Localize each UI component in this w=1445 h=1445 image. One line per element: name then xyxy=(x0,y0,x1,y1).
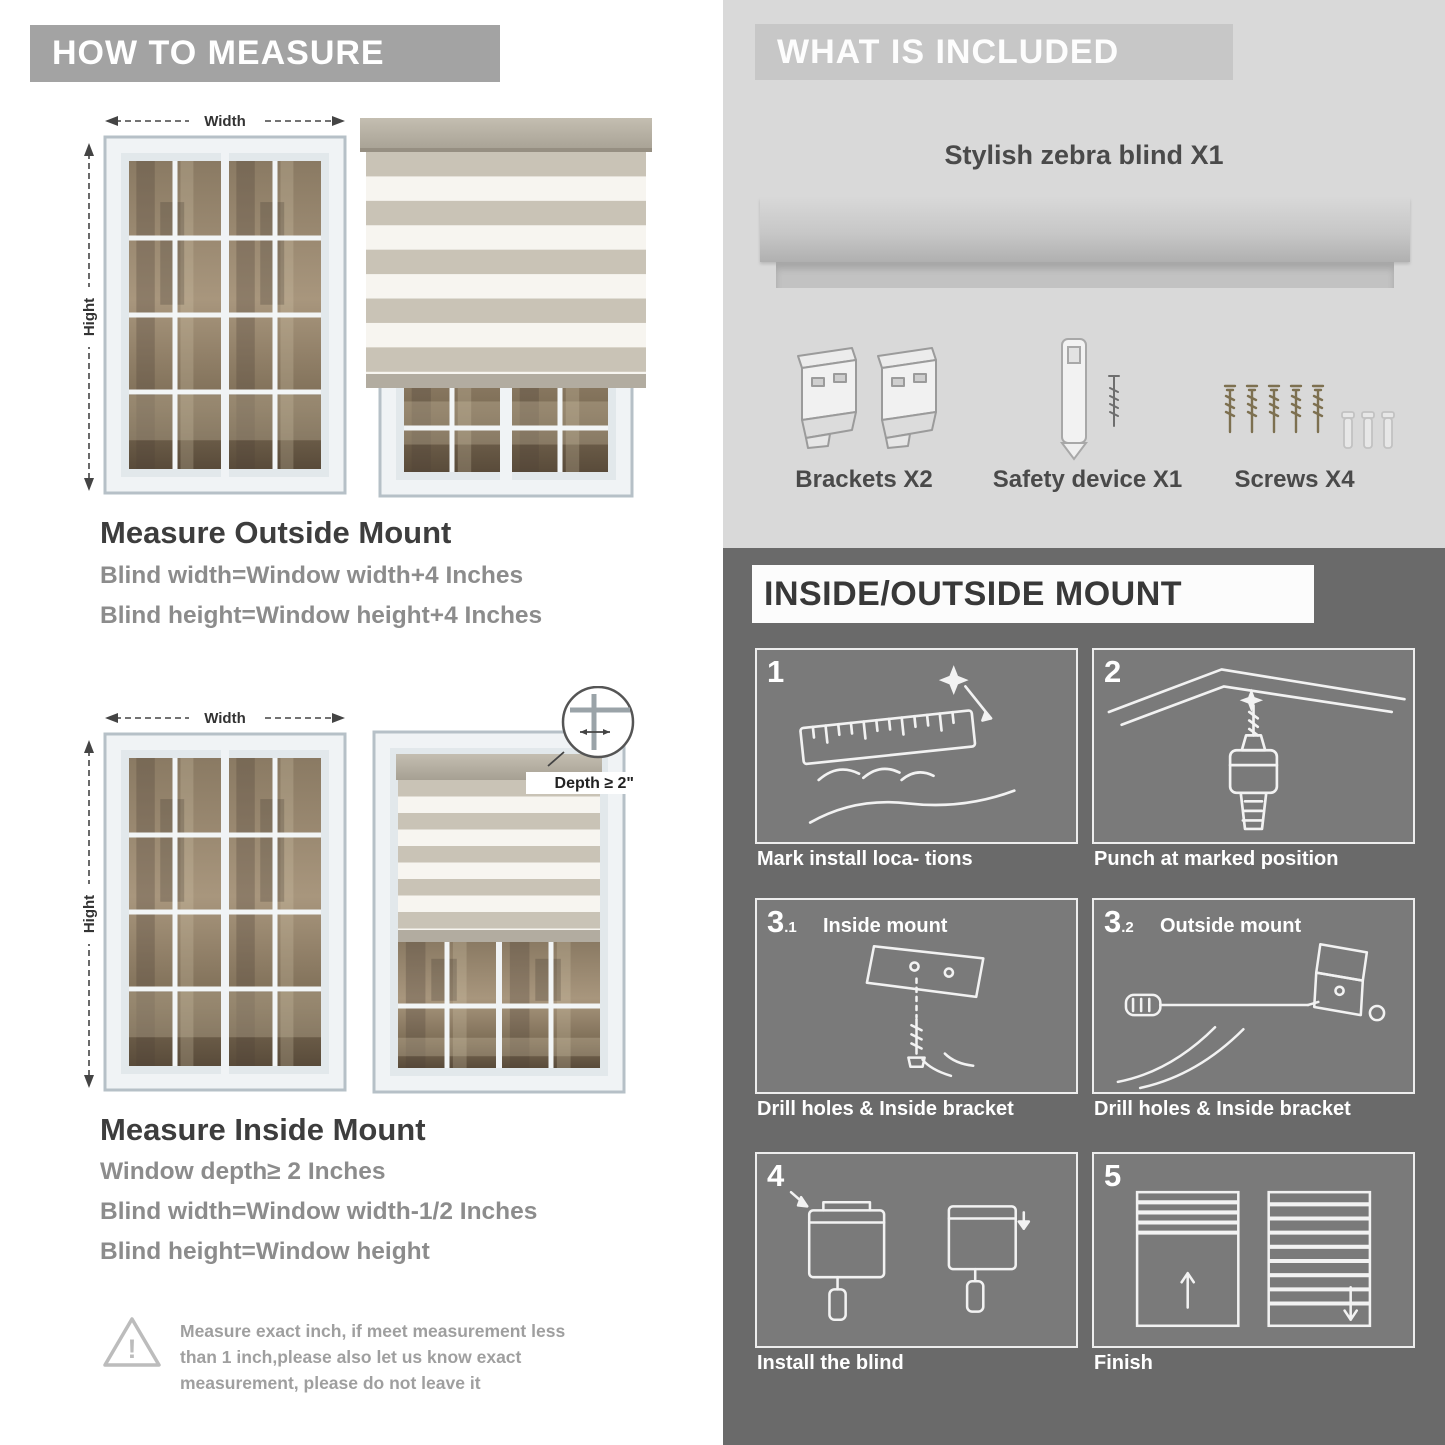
zebra-blind-art xyxy=(360,118,652,388)
step-panel-3-1: 3.1 Inside mount xyxy=(755,898,1078,1094)
step-caption-3-1: Drill holes & Inside bracket xyxy=(757,1098,1014,1120)
drill-illustration xyxy=(1107,668,1406,831)
depth-callout: Depth ≥ 2" xyxy=(526,686,636,794)
inside-rule-depth: Window depth≥ 2 Inches xyxy=(100,1158,386,1185)
what-is-included-title: WHAT IS INCLUDED xyxy=(777,32,1120,71)
screws-label: Screws X4 xyxy=(1234,466,1355,493)
height-arrow: Hight xyxy=(79,143,99,491)
step-panel-4: 4 xyxy=(755,1152,1078,1348)
bracket-icon xyxy=(797,347,857,449)
step-subtitle: Inside mount xyxy=(823,915,948,937)
safety-screw-icon xyxy=(1108,375,1120,427)
blind-headrail-illustration xyxy=(760,198,1410,262)
safety-device-label: Safety device X1 xyxy=(992,466,1183,493)
step-caption-5: Finish xyxy=(1094,1352,1153,1374)
finish-illustration xyxy=(1135,1190,1372,1328)
warning-line-2: than 1 inch,please also let us know exac… xyxy=(180,1347,522,1367)
outside-formula-width: Blind width=Window width+4 Inches xyxy=(100,562,524,589)
step-number: 3.1 xyxy=(767,904,797,939)
how-to-measure-banner: HOW TO MEASURE xyxy=(30,25,500,82)
inside-bracket-illustration xyxy=(865,945,985,1078)
step-caption-2: Punch at marked position xyxy=(1094,848,1339,870)
install-blind-illustration xyxy=(789,1190,1031,1321)
step-panel-3-2: 3.2 Outside mount xyxy=(1092,898,1415,1094)
warning-line-1: Measure exact inch, if meet measurement … xyxy=(180,1321,566,1341)
width-label: Width xyxy=(204,113,246,130)
outside-formula-height: Blind height=Window height+4 Inches xyxy=(100,602,543,629)
step-caption-4: Install the blind xyxy=(757,1352,904,1374)
inside-formula-height: Blind height=Window height xyxy=(100,1238,430,1265)
inside-formula-width: Blind width=Window width-1/2 Inches xyxy=(100,1198,538,1225)
step-number: 3.2 xyxy=(1104,904,1134,939)
step-number: 4 xyxy=(767,1158,785,1193)
screws-icon xyxy=(1223,384,1395,449)
step-number: 2 xyxy=(1104,654,1122,689)
width-label: Width xyxy=(204,710,246,727)
mount-guide-banner: INSIDE/OUTSIDE MOUNT xyxy=(752,565,1314,623)
width-arrow: Width xyxy=(105,109,345,131)
blind-diagram-inside: Depth ≥ 2" xyxy=(372,686,636,1094)
step-panel-2: 2 xyxy=(1092,648,1415,844)
safety-device-icon xyxy=(1060,338,1088,461)
blind-headrail-lip xyxy=(776,262,1394,288)
depth-label: Depth ≥ 2" xyxy=(555,775,634,792)
mount-guide-title: INSIDE/OUTSIDE MOUNT xyxy=(764,574,1183,613)
warning-line-3: measurement, please do not leave it xyxy=(180,1373,481,1393)
outside-mount-title: Measure Outside Mount xyxy=(100,515,452,550)
height-arrow: Hight xyxy=(79,740,99,1088)
anchors-icon xyxy=(1341,411,1395,449)
step-number: 1 xyxy=(767,654,785,689)
step-subtitle: Outside mount xyxy=(1160,915,1302,937)
outside-bracket-illustration xyxy=(1116,942,1386,1090)
mark-location-illustration xyxy=(799,665,1016,824)
height-label: Hight xyxy=(81,298,98,336)
warning-text: Measure exact inch, if meet measurement … xyxy=(180,1318,650,1396)
step-caption-1: Mark install loca- tions xyxy=(757,848,973,870)
step-caption-3-2: Drill holes & Inside bracket xyxy=(1094,1098,1351,1120)
bracket-icon xyxy=(877,347,937,449)
warning-triangle-icon: ! xyxy=(103,1317,161,1367)
window-diagram-inside: Width Hight xyxy=(79,706,347,1092)
what-is-included-banner: WHAT IS INCLUDED xyxy=(755,24,1233,80)
blind-diagram-outside xyxy=(360,118,652,498)
step-panel-5: 5 xyxy=(1092,1152,1415,1348)
window-art xyxy=(103,732,347,1092)
how-to-measure-title: HOW TO MEASURE xyxy=(52,34,385,72)
width-arrow: Width xyxy=(105,706,345,728)
product-name: Stylish zebra blind X1 xyxy=(944,140,1224,170)
height-label: Hight xyxy=(81,895,98,933)
step-number: 5 xyxy=(1104,1158,1122,1193)
window-art xyxy=(103,135,347,495)
zebra-blind-art xyxy=(396,754,602,942)
window-diagram-outside: Width Hight xyxy=(79,109,347,495)
warning-mark: ! xyxy=(128,1334,137,1364)
inside-mount-title: Measure Inside Mount xyxy=(100,1112,426,1147)
brackets-label: Brackets X2 xyxy=(795,466,933,493)
step-panel-1: 1 xyxy=(755,648,1078,844)
